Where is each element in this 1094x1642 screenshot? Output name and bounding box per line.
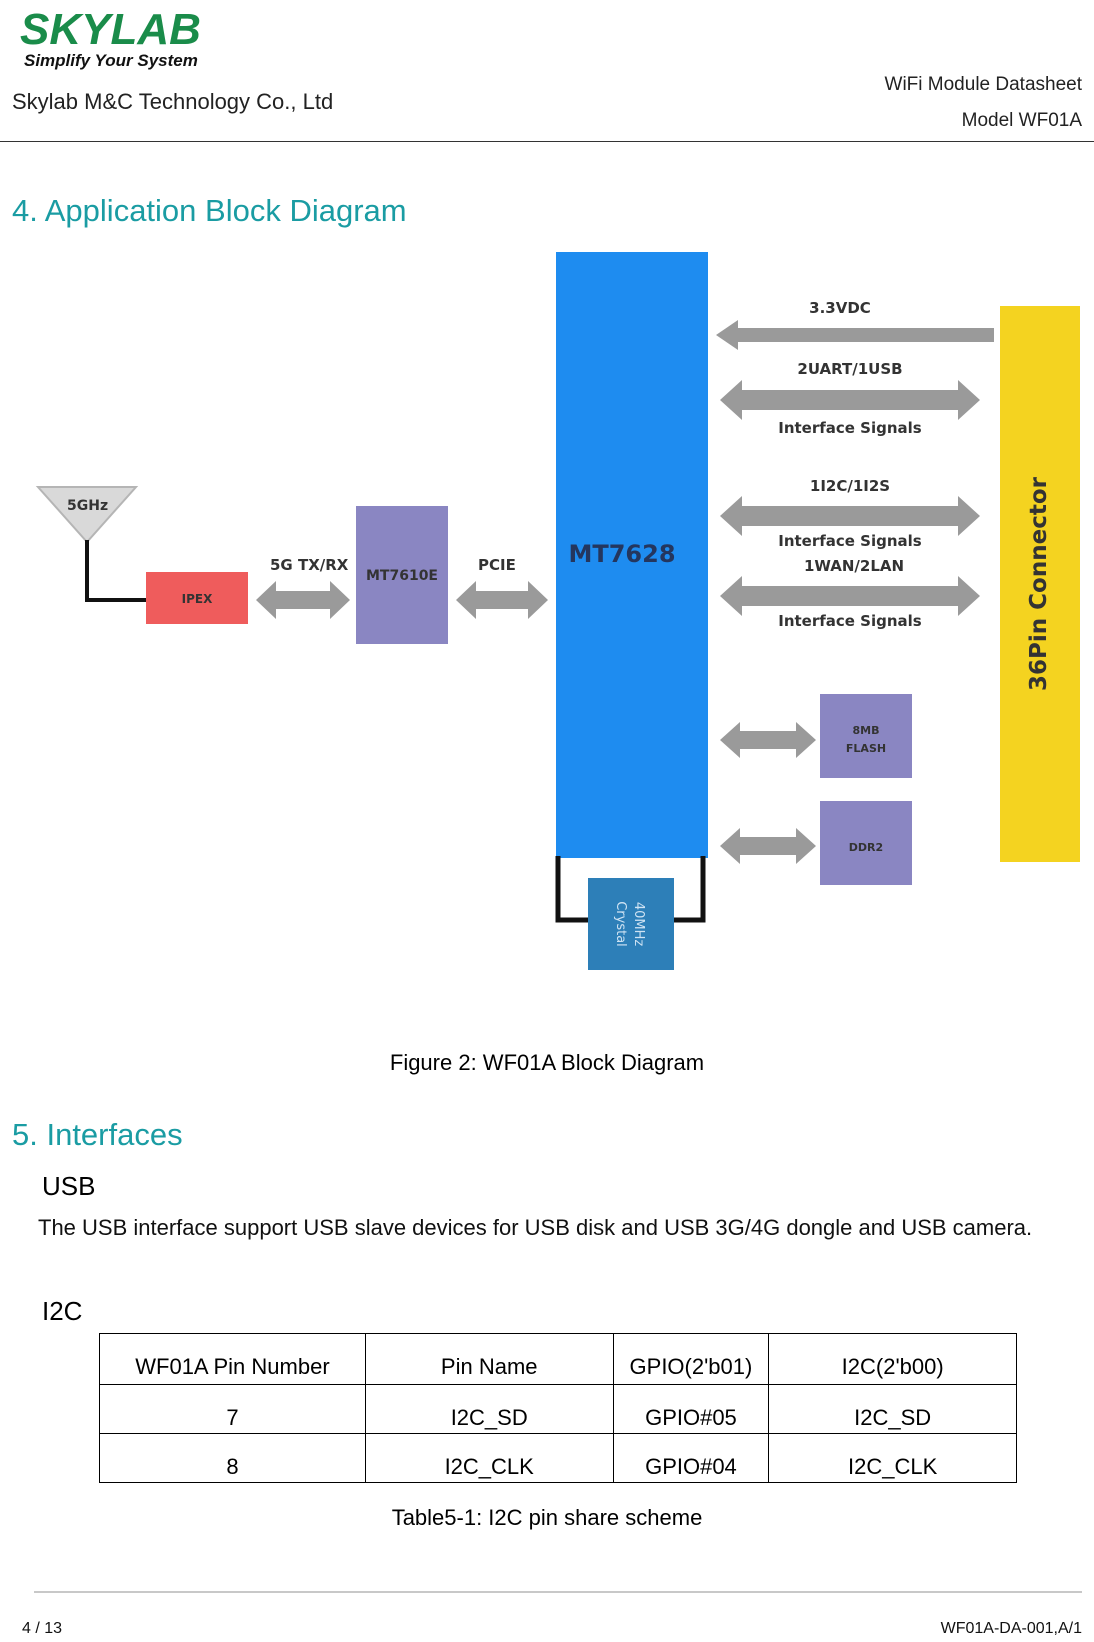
header-divider <box>0 141 1094 142</box>
flash-block <box>820 694 912 778</box>
skylab-logo: SKYLAB Simplify Your System <box>20 5 201 70</box>
usb-heading: USB <box>42 1171 96 1201</box>
power-arrow <box>716 320 994 350</box>
flash-label-type: FLASH <box>846 742 886 755</box>
table-cell: I2C_CLK <box>364 1433 614 1483</box>
table-row: 7 I2C_SD GPIO#05 I2C_SD <box>99 1384 1017 1434</box>
flash-label-size: 8MB <box>853 724 880 737</box>
table-caption: Table5-1: I2C pin share scheme <box>391 1505 703 1530</box>
table-header-cell: GPIO(2'b01) <box>612 1333 770 1385</box>
company-name: Skylab M&C Technology Co., Ltd <box>12 89 334 114</box>
i2c-sub-label: Interface Signals <box>778 532 922 550</box>
link-pcie-arrow <box>456 581 548 619</box>
wan-arrow <box>720 576 980 616</box>
power-label: 3.3VDC <box>809 299 871 317</box>
antenna-label: 5GHz <box>67 498 108 514</box>
antenna-wire <box>85 540 146 602</box>
mt7610e-label: MT7610E <box>366 568 438 584</box>
crystal-label-freq: 40MHz <box>631 902 646 947</box>
table-cell: GPIO#04 <box>612 1433 770 1483</box>
ddr-block <box>820 801 912 885</box>
i2c-heading: I2C <box>42 1296 83 1326</box>
crystal-wire-right <box>674 856 706 923</box>
footer-divider <box>34 1591 1082 1593</box>
uart-label: 2UART/1USB <box>797 360 902 378</box>
figure-caption: Figure 2: WF01A Block Diagram <box>389 1050 705 1075</box>
crystal-block <box>588 878 674 970</box>
wan-sub-label: Interface Signals <box>778 612 922 630</box>
block-diagram: 5GHz IPEX 5G TX/RX MT7610E PCIE MT7628 4… <box>35 252 1080 970</box>
i2c-label: 1I2C/1I2S <box>810 477 890 495</box>
crystal-wire-left <box>555 856 588 923</box>
i2c-arrow <box>720 496 980 536</box>
link-5g-label: 5G TX/RX <box>270 556 349 574</box>
link-5g-arrow <box>256 581 350 619</box>
ipex-label: IPEX <box>182 592 213 606</box>
doc-model: Model WF01A <box>961 110 1082 131</box>
logo-text: SKYLAB <box>20 5 201 54</box>
antenna-icon <box>35 486 139 544</box>
table-cell: I2C_SD <box>768 1384 1017 1434</box>
connector-block <box>1000 306 1080 862</box>
logo-tagline: Simplify Your System <box>24 51 198 70</box>
table-cell: GPIO#05 <box>612 1384 770 1434</box>
i2c-pin-table: WF01A Pin Number Pin Name GPIO(2'b01) I2… <box>99 1333 1017 1483</box>
table-row: 8 I2C_CLK GPIO#04 I2C_CLK <box>99 1433 1017 1483</box>
wan-label: 1WAN/2LAN <box>804 557 904 575</box>
ddr-arrow <box>720 828 816 864</box>
mt7628-block <box>556 252 708 858</box>
table-cell: 7 <box>99 1384 366 1434</box>
mt7628-label: MT7628 <box>568 540 675 568</box>
table-header-cell: WF01A Pin Number <box>99 1333 366 1385</box>
link-pcie-label: PCIE <box>478 556 516 574</box>
table-header-row: WF01A Pin Number Pin Name GPIO(2'b01) I2… <box>99 1333 1017 1385</box>
mt7610e-block <box>356 506 448 644</box>
connector-label: 36Pin Connector <box>1026 476 1052 691</box>
table-header-cell: Pin Name <box>364 1333 614 1385</box>
table-header-cell: I2C(2'b00) <box>768 1333 1017 1385</box>
section-5-title: 5. Interfaces <box>12 1117 183 1152</box>
usb-paragraph: The USB interface support USB slave devi… <box>38 1215 1033 1240</box>
table-cell: I2C_CLK <box>768 1433 1017 1483</box>
table-cell: I2C_SD <box>364 1384 614 1434</box>
document-code: WF01A-DA-001,A/1 <box>940 1620 1082 1637</box>
flash-arrow <box>720 722 816 758</box>
ipex-block <box>146 572 248 624</box>
crystal-label-type: Crystal <box>613 901 628 947</box>
ddr-label: DDR2 <box>849 841 883 854</box>
table-cell: 8 <box>99 1433 366 1483</box>
doc-title: WiFi Module Datasheet <box>884 74 1082 95</box>
uart-sub-label: Interface Signals <box>778 419 922 437</box>
uart-arrow <box>720 380 980 420</box>
page-number: 4 / 13 <box>22 1620 63 1637</box>
section-4-title: 4. Application Block Diagram <box>12 193 407 228</box>
